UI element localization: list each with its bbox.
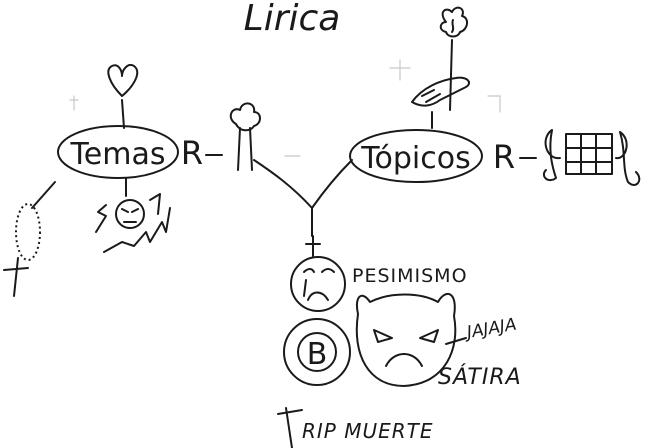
tree-icon xyxy=(229,102,261,171)
topicos-label: Tópicos xyxy=(360,141,470,176)
cross-icon xyxy=(277,407,303,448)
temas-label: Temas xyxy=(70,137,166,172)
heart-connector xyxy=(121,99,125,129)
pesimismo-label: PESIMISMO xyxy=(352,265,468,287)
erased-marks xyxy=(69,59,501,157)
temas-rosary-connector xyxy=(31,181,56,209)
rip-muerte-label: RIP MUERTE xyxy=(302,419,434,443)
temas-node: Temas xyxy=(57,125,179,179)
heart-icon xyxy=(107,64,139,97)
scroll-icon xyxy=(542,129,641,186)
hand-holding-flower-icon xyxy=(411,6,471,111)
topicos-relation-label: R xyxy=(493,138,515,176)
b-emblem-icon: B xyxy=(283,318,351,386)
temas-relation-label: R xyxy=(181,134,203,172)
page-title: Lirica xyxy=(244,0,341,39)
topicos-node: Tópicos xyxy=(349,129,483,183)
rosary-icon xyxy=(3,203,41,297)
mask-laugh-connector xyxy=(445,337,467,345)
jajaja-label: JAJAJA xyxy=(462,315,518,344)
y-connector xyxy=(253,159,353,257)
angry-face-icon xyxy=(95,193,171,253)
emblem-letter: B xyxy=(307,337,328,372)
satira-label: SÁTIRA xyxy=(438,364,522,390)
sad-face-icon xyxy=(290,256,346,312)
satire-mask-icon xyxy=(355,292,457,387)
